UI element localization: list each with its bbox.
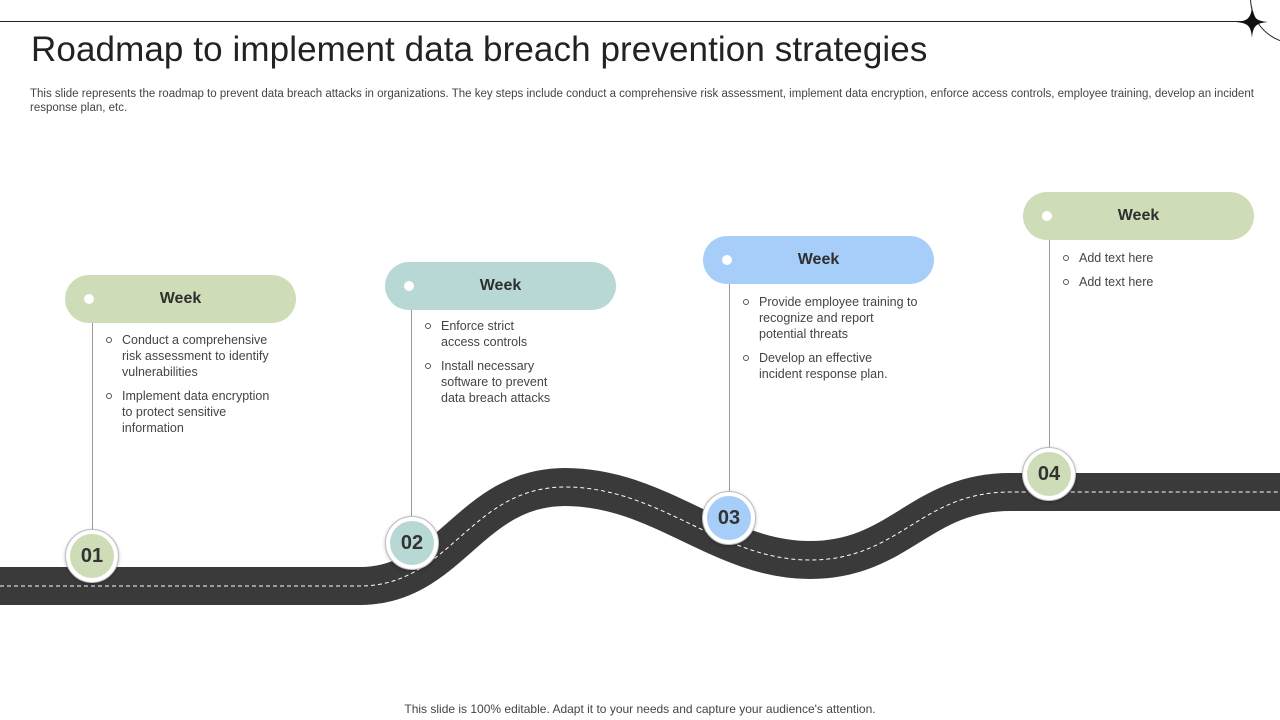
footer-note: This slide is 100% editable. Adapt it to… bbox=[404, 702, 876, 716]
bullet-item: Enforce strict access controls bbox=[423, 318, 551, 350]
top-rule bbox=[0, 21, 1250, 22]
step-1-bullets: Conduct a comprehensive risk assessment … bbox=[104, 332, 304, 444]
page-title: Roadmap to implement data breach prevent… bbox=[31, 30, 928, 69]
bullet-item: Add text here bbox=[1061, 274, 1261, 290]
sparkle-icon bbox=[1236, 6, 1268, 38]
pill-dot bbox=[84, 294, 94, 304]
bullet-item: Provide employee training to recognize a… bbox=[741, 294, 919, 342]
connector-line-2 bbox=[411, 309, 412, 516]
step-marker-1: 01 bbox=[65, 529, 119, 583]
bullet-item: Install necessary software to prevent da… bbox=[423, 358, 566, 406]
bullet-item: Add text here bbox=[1061, 250, 1261, 266]
week-pill-3: Week bbox=[703, 236, 934, 284]
connector-line-3 bbox=[729, 284, 730, 491]
week-pill-4: Week bbox=[1023, 192, 1254, 240]
step-number-1: 01 bbox=[70, 534, 114, 578]
pill-dot bbox=[404, 281, 414, 291]
week-pill-2: Week bbox=[385, 262, 616, 310]
bullet-item: Develop an effective incident response p… bbox=[741, 350, 904, 382]
week-label: Week bbox=[797, 251, 840, 268]
step-3-bullets: Provide employee training to recognize a… bbox=[741, 294, 941, 390]
week-label: Week bbox=[159, 290, 202, 307]
step-number-4: 04 bbox=[1027, 452, 1071, 496]
step-number-2: 02 bbox=[390, 521, 434, 565]
connector-line-4 bbox=[1049, 239, 1050, 447]
week-label: Week bbox=[479, 277, 522, 294]
road-path bbox=[0, 467, 1280, 605]
week-label: Week bbox=[1117, 207, 1160, 224]
bullet-item: Conduct a comprehensive risk assessment … bbox=[104, 332, 282, 380]
connector-line-1 bbox=[92, 322, 93, 529]
pill-dot bbox=[722, 255, 732, 265]
bullet-item: Implement data encryption to protect sen… bbox=[104, 388, 282, 436]
road-center-line bbox=[0, 486, 1280, 587]
pill-dot bbox=[1042, 211, 1052, 221]
step-2-bullets: Enforce strict access controls Install n… bbox=[423, 318, 623, 414]
step-4-bullets: Add text here Add text here bbox=[1061, 250, 1261, 298]
week-pill-1: Week bbox=[65, 275, 296, 323]
step-marker-4: 04 bbox=[1022, 447, 1076, 501]
step-number-3: 03 bbox=[707, 496, 751, 540]
step-marker-2: 02 bbox=[385, 516, 439, 570]
step-marker-3: 03 bbox=[702, 491, 756, 545]
page-subtitle: This slide represents the roadmap to pre… bbox=[30, 88, 1254, 114]
